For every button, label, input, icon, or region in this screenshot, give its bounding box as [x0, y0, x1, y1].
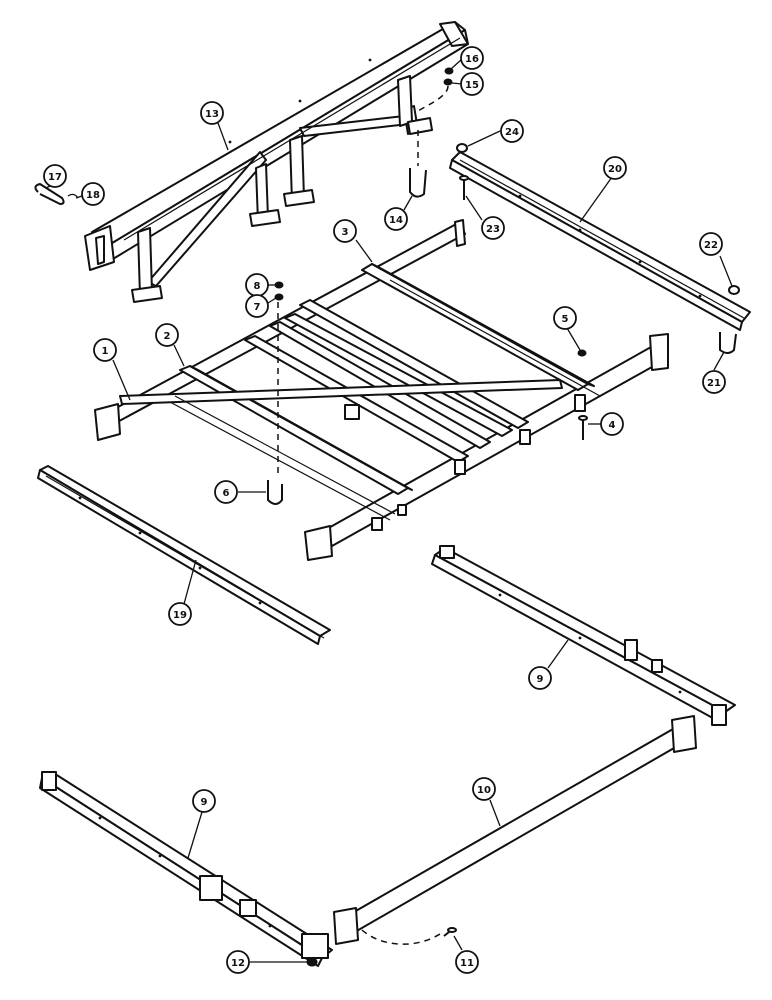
callout-19: 19	[168, 602, 192, 626]
washer-part-7	[274, 293, 284, 301]
callout-18: 18	[81, 182, 105, 206]
callout-9-right: 9	[528, 666, 552, 690]
callout-label: 21	[707, 378, 721, 389]
callout-label: 24	[505, 127, 519, 138]
callout-17: 17	[43, 164, 67, 188]
callout-label: 7	[254, 302, 261, 313]
callout-7: 7	[245, 294, 269, 318]
callout-label: 10	[477, 785, 491, 796]
callout-label: 23	[486, 224, 500, 235]
callout-22: 22	[699, 232, 723, 256]
u-bolt-part-14	[409, 168, 427, 198]
nut-part-12	[306, 957, 318, 967]
callout-13: 13	[200, 101, 224, 125]
callout-label: 16	[465, 54, 479, 65]
callout-24: 24	[500, 119, 524, 143]
callout-11: 11	[455, 950, 479, 974]
tube-part-10	[333, 715, 697, 945]
callout-label: 20	[608, 164, 622, 175]
callout-label: 13	[205, 109, 219, 120]
nut-part-16	[444, 67, 454, 75]
callout-label: 12	[231, 958, 245, 969]
callout-label: 9	[537, 674, 544, 685]
callout-2: 2	[155, 323, 179, 347]
rail-part-9-right	[431, 545, 736, 726]
angle-bar-part-20	[449, 151, 751, 331]
callout-label: 4	[609, 420, 616, 431]
callout-label: 22	[704, 240, 718, 251]
leader-lines	[45, 58, 733, 963]
callout-label: 2	[164, 331, 171, 342]
callout-label: 18	[86, 190, 100, 201]
callout-10: 10	[472, 777, 496, 801]
nut-part-24	[456, 143, 468, 153]
callout-14: 14	[384, 207, 408, 231]
nut-part-5	[577, 349, 587, 357]
callout-label: 19	[173, 610, 187, 621]
callout-label: 6	[223, 488, 230, 499]
callout-23: 23	[481, 216, 505, 240]
callout-1: 1	[93, 338, 117, 362]
callout-15: 15	[460, 72, 484, 96]
bolt-part-11	[443, 927, 457, 937]
u-bolt-part-21	[719, 332, 737, 354]
bolt-part-23	[459, 175, 469, 200]
rail-part-9-left	[39, 771, 333, 967]
u-bolt-part-6	[267, 480, 283, 505]
callout-21: 21	[702, 370, 726, 394]
callout-8: 8	[245, 273, 269, 297]
callout-label: 8	[254, 281, 261, 292]
callout-9-left: 9	[192, 789, 216, 813]
bolt-holes	[78, 58, 702, 928]
angle-bar-part-19	[37, 465, 331, 645]
callout-5: 5	[553, 306, 577, 330]
callout-6: 6	[214, 480, 238, 504]
callout-label: 15	[465, 80, 479, 91]
callout-16: 16	[460, 46, 484, 70]
callout-label: 17	[48, 172, 62, 183]
callout-3: 3	[333, 219, 357, 243]
callout-20: 20	[603, 156, 627, 180]
bolt-part-4	[578, 415, 588, 440]
callout-label: 14	[389, 215, 403, 226]
callout-4: 4	[600, 412, 624, 436]
nut-part-8	[274, 281, 284, 289]
callout-label: 5	[562, 314, 569, 325]
callout-label: 11	[460, 958, 474, 969]
hitch-pin-part-17	[34, 183, 65, 205]
nut-part-22	[728, 285, 740, 295]
callout-12: 12	[226, 950, 250, 974]
callout-label: 3	[342, 227, 349, 238]
washer-part-15	[443, 78, 453, 86]
center-frame-assembly	[94, 219, 669, 561]
callout-label: 9	[201, 797, 208, 808]
callout-label: 1	[102, 346, 109, 357]
hitch-frame-part-13	[84, 21, 469, 303]
